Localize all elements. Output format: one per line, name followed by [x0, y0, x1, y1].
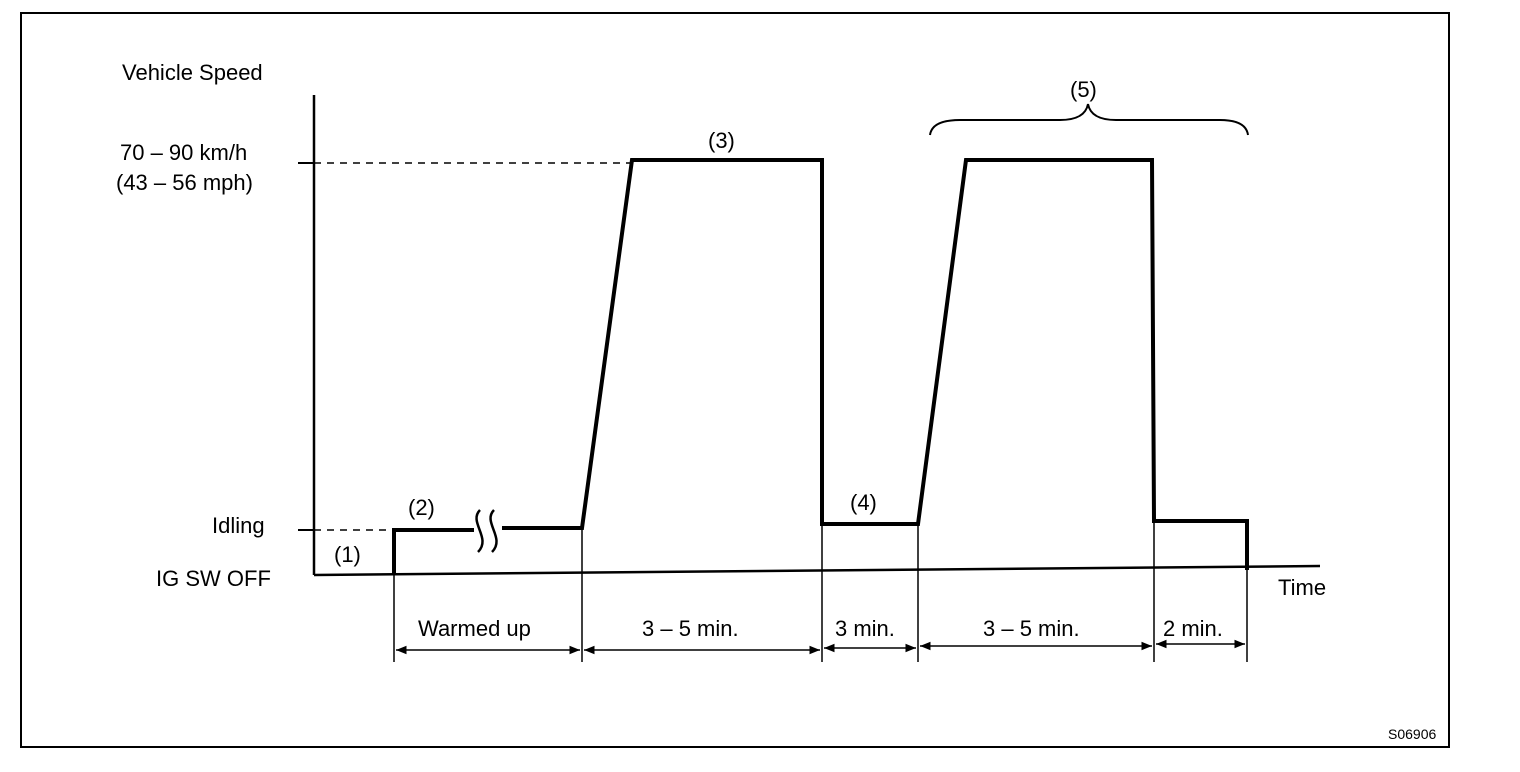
high-speed-label-mph: (43 – 56 mph) — [116, 170, 253, 195]
step-label-2: (2) — [408, 495, 435, 520]
y-axis-title: Vehicle Speed — [122, 60, 263, 85]
step-label-5: (5) — [1070, 77, 1097, 102]
step-label-1: (1) — [334, 542, 361, 567]
step-label-4: (4) — [850, 490, 877, 515]
x-axis-title: Time — [1278, 575, 1326, 600]
step-5-brace — [929, 103, 1249, 136]
time-break-symbol — [475, 509, 498, 553]
idle-level-label: Idling — [212, 513, 265, 538]
figure-code: S06906 — [1388, 726, 1436, 742]
duration-label-3: 3 min. — [835, 616, 895, 641]
high-speed-label-kmh: 70 – 90 km/h — [120, 140, 247, 165]
speed-profile-part-a — [392, 528, 474, 575]
duration-label-4: 3 – 5 min. — [983, 616, 1080, 641]
diagram-frame — [20, 12, 1450, 748]
duration-label-5: 2 min. — [1163, 616, 1223, 641]
duration-label-2: 3 – 5 min. — [642, 616, 739, 641]
duration-label-1: Warmed up — [418, 616, 531, 641]
x-axis-line — [313, 564, 1321, 577]
step-label-3: (3) — [708, 128, 735, 153]
ig-sw-off-label: IG SW OFF — [156, 566, 271, 591]
